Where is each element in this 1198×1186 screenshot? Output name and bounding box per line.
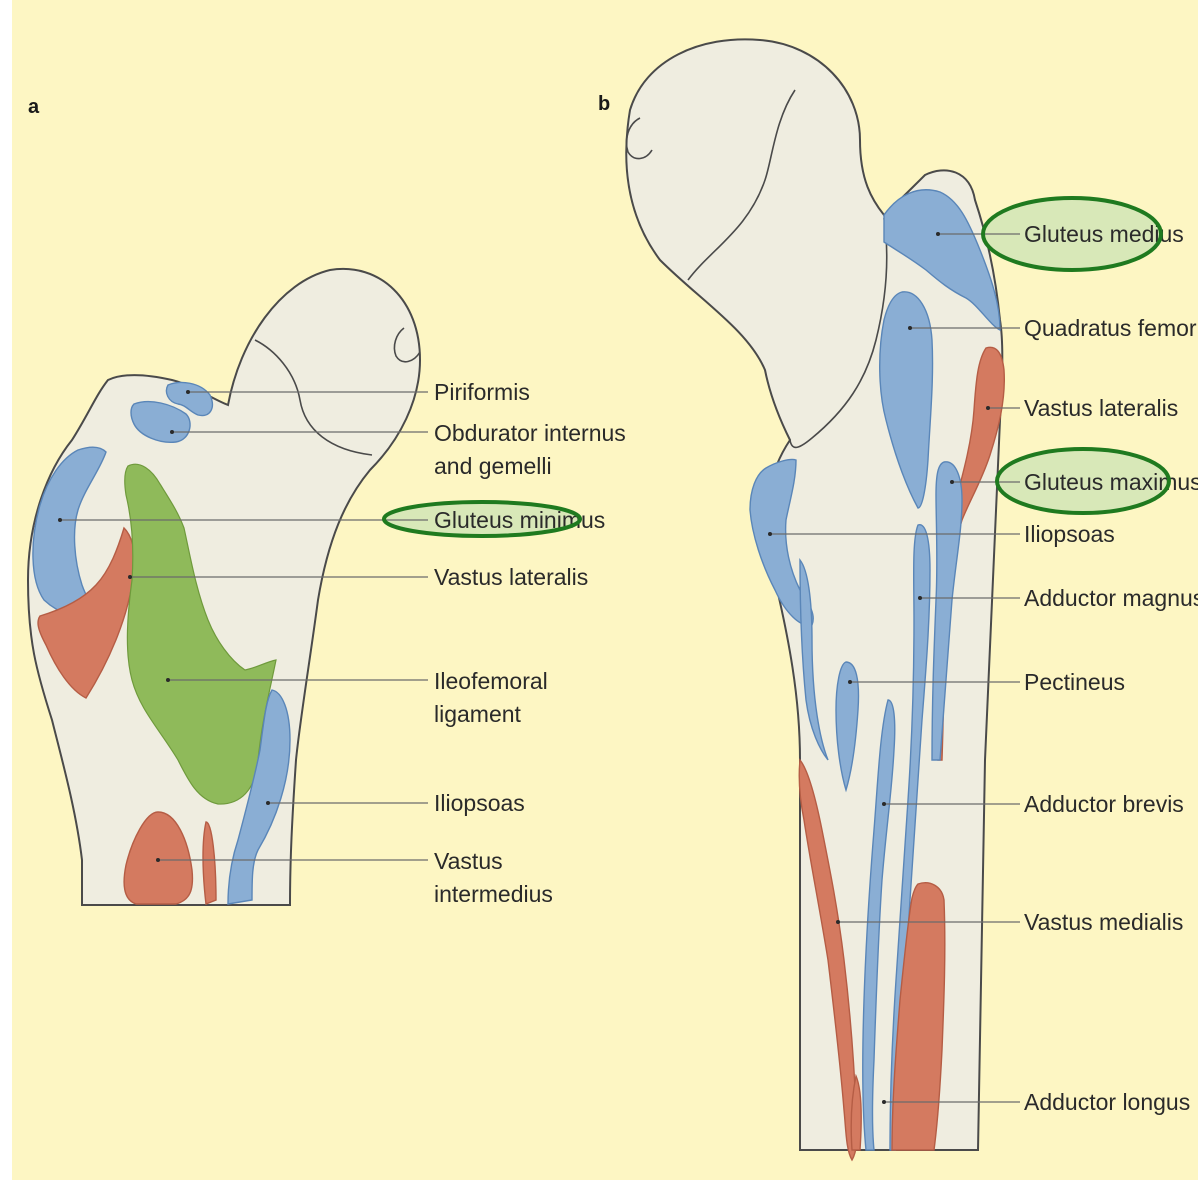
label-vastus-intermedius-line1: Vastus [434, 848, 503, 874]
label-piriformis: Piriformis [434, 379, 530, 405]
label-vastus-lateralis-b: Vastus lateralis [1024, 395, 1178, 421]
label-vastus-intermedius-line2: intermedius [434, 881, 553, 907]
label-iliopsoas: Iliopsoas [434, 790, 525, 816]
label-obdurator-line1: Obdurator internus [434, 420, 626, 446]
label-adductor-longus: Adductor longus [1024, 1089, 1190, 1115]
marker-vastus-medialis [836, 920, 840, 924]
panel-b-letter: b [598, 93, 610, 115]
label-ileofemoral-line2: ligament [434, 701, 522, 727]
marker-obdurator [170, 430, 174, 434]
label-quadratus-femoris: Quadratus femoris [1024, 315, 1198, 341]
label-vastus-lateralis: Vastus lateralis [434, 564, 588, 590]
marker-vastus-lateralis-b [986, 406, 990, 410]
label-iliopsoas-b: Iliopsoas [1024, 521, 1115, 547]
marker-iliopsoas [266, 801, 270, 805]
marker-gluteus-maximus [950, 480, 954, 484]
label-vastus-medialis: Vastus medialis [1024, 909, 1183, 935]
label-obdurator-line2: and gemelli [434, 453, 552, 479]
marker-vastus-intermedius [156, 858, 160, 862]
marker-adductor-longus [882, 1100, 886, 1104]
label-adductor-brevis: Adductor brevis [1024, 791, 1184, 817]
label-pectineus: Pectineus [1024, 669, 1125, 695]
label-gluteus-maximus: Gluteus maximus [1024, 469, 1198, 495]
marker-gluteus-medius [936, 232, 940, 236]
marker-iliopsoas-b [768, 532, 772, 536]
marker-quadratus-femoris [908, 326, 912, 330]
marker-adductor-brevis [882, 802, 886, 806]
marker-ileofemoral [166, 678, 170, 682]
marker-piriformis [186, 390, 190, 394]
marker-gluteus-minimus [58, 518, 62, 522]
marker-vastus-lateralis [128, 575, 132, 579]
marker-pectineus [848, 680, 852, 684]
label-adductor-magnus: Adductor magnus [1024, 585, 1198, 611]
label-ileofemoral-line1: Ileofemoral [434, 668, 548, 694]
marker-adductor-magnus [918, 596, 922, 600]
panel-a-letter: a [28, 96, 40, 118]
